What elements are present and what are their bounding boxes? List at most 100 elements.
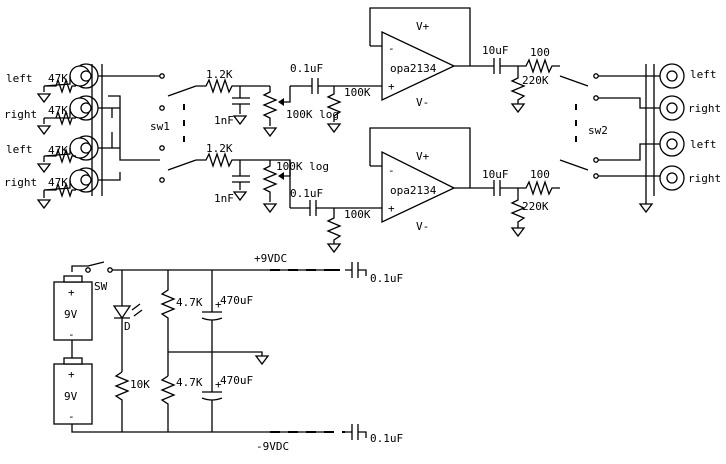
- input-jack: [69, 63, 99, 89]
- capacitor-label: 1nF: [214, 114, 234, 127]
- capacitor-label: 0.1uF: [370, 272, 403, 285]
- volume-pot: [262, 86, 291, 138]
- input-jack-label: right: [4, 176, 37, 189]
- input-terminal: [159, 177, 165, 183]
- opamp-pin-label: V-: [416, 96, 429, 109]
- switch-label: sw2: [588, 124, 608, 137]
- led-resistor: [114, 371, 130, 432]
- coupling-capacitor: [300, 78, 382, 94]
- input-jack: [69, 95, 99, 121]
- battery-polarity: +: [68, 286, 75, 299]
- decoupling-capacitor: [345, 424, 367, 440]
- svg-text:+: +: [215, 298, 222, 311]
- input-jacks: [69, 63, 99, 193]
- output-terminal: [593, 173, 599, 179]
- input-switch: [167, 85, 197, 171]
- filter-resistor: [196, 77, 270, 95]
- opamp: [369, 127, 484, 224]
- resistor-label: 100K: [344, 86, 371, 99]
- svg-text:+: +: [215, 378, 222, 391]
- input-load-resistor: [36, 180, 76, 210]
- output-series-resistor: [520, 179, 560, 197]
- resistor-label: 220K: [522, 74, 549, 87]
- opamp-pin-label: -: [388, 164, 395, 177]
- output-jack: [659, 131, 685, 157]
- output-jack-label: right: [688, 102, 721, 115]
- battery-polarity: -: [68, 328, 75, 341]
- rail-label: +9VDC: [254, 252, 287, 265]
- opamp-pin-label: +: [388, 80, 395, 93]
- resistor-label: 47K: [48, 176, 68, 189]
- filter-resistor: [196, 151, 270, 169]
- resistor-label: 1.2K: [206, 68, 233, 81]
- resistor-label: 47K: [48, 72, 68, 85]
- output-shunt-resistor: [510, 188, 526, 238]
- electrolytic-capacitor: +: [201, 270, 223, 352]
- output-wiring: [598, 64, 660, 204]
- switch-label: SW: [94, 280, 108, 293]
- output-terminal: [593, 73, 599, 79]
- pot-label: 100K log: [286, 108, 339, 121]
- input-terminal: [159, 105, 165, 111]
- battery-label: 9V: [64, 390, 78, 403]
- resistor-label: 10K: [130, 378, 150, 391]
- opamp-pin-label: V+: [416, 150, 430, 163]
- output-jack: [659, 63, 685, 89]
- wire: [270, 159, 291, 208]
- capacitor-label: 470uF: [220, 294, 253, 307]
- resistor-label: 47K: [48, 104, 68, 117]
- output-capacitor: [484, 180, 520, 196]
- output-jack: [659, 95, 685, 121]
- input-load-resistor: [36, 108, 76, 136]
- output-jack: [659, 165, 685, 191]
- input-jack-label: left: [6, 143, 33, 156]
- resistor-label: 4.7K: [176, 296, 203, 309]
- output-series-resistor: [520, 57, 560, 75]
- resistor-label: 1.2K: [206, 142, 233, 155]
- input-load-resistor: [36, 76, 76, 104]
- capacitor-label: 1nF: [214, 192, 234, 205]
- resistor-label: 100: [530, 46, 550, 59]
- capacitor-label: 10uF: [482, 44, 509, 57]
- bias-resistor: [326, 208, 342, 254]
- battery-label: 9V: [64, 308, 78, 321]
- pot-label: 100K log: [276, 160, 329, 173]
- input-terminal: [159, 73, 165, 79]
- output-shunt-resistor: [510, 66, 526, 114]
- ground-symbol: [638, 203, 654, 214]
- coupling-capacitor: [290, 200, 382, 216]
- battery-polarity: -: [68, 410, 75, 423]
- output-jacks: [659, 63, 685, 191]
- rail-label: -9VDC: [256, 440, 289, 453]
- output-jack-label: left: [690, 138, 717, 151]
- negative-rail-wire: [71, 424, 330, 433]
- led: [112, 270, 143, 372]
- filter-capacitor: [232, 86, 250, 126]
- opamp-label: opa2134: [390, 62, 437, 75]
- capacitor-label: 0.1uF: [290, 62, 323, 75]
- input-jack-label: right: [4, 108, 37, 121]
- capacitor-label: 0.1uF: [370, 432, 403, 445]
- capacitor-label: 10uF: [482, 168, 509, 181]
- ground-symbol: [254, 355, 270, 366]
- switch-label: sw1: [150, 120, 170, 133]
- input-jack-label: left: [6, 72, 33, 85]
- electrolytic-capacitor: +: [201, 352, 223, 432]
- filter-capacitor: [232, 160, 250, 202]
- input-jack: [69, 167, 99, 193]
- divider-resistor: [160, 375, 176, 432]
- resistor-label: 100: [530, 168, 550, 181]
- opamp-pin-label: +: [388, 202, 395, 215]
- capacitor-label: 470uF: [220, 374, 253, 387]
- input-wiring: [91, 64, 160, 196]
- output-terminal: [593, 95, 599, 101]
- resistor-label: 220K: [522, 200, 549, 213]
- opamp-pin-label: V+: [416, 20, 430, 33]
- resistor-label: 100K: [344, 208, 371, 221]
- output-jack-label: left: [690, 68, 717, 81]
- resistor-label: 4.7K: [176, 376, 203, 389]
- battery: [53, 357, 93, 425]
- divider-resistor: [160, 270, 176, 376]
- bias-resistor: [326, 86, 342, 134]
